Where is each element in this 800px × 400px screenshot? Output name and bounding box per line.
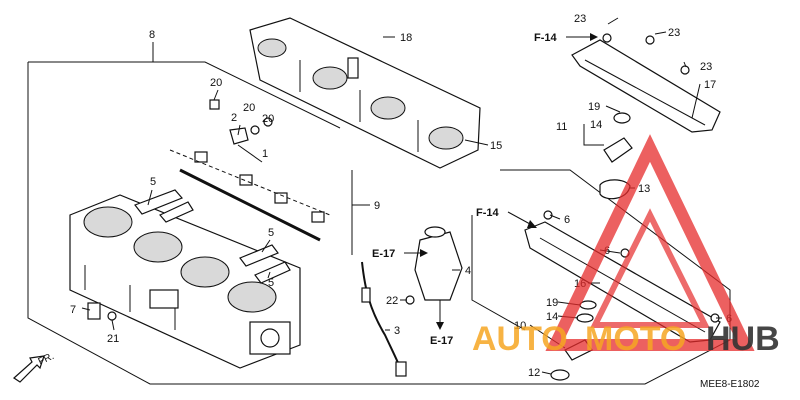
throttle-body-assembly-part xyxy=(69,194,301,369)
upper-fuel-rail-part xyxy=(571,33,721,133)
watermark-auto: AUTO xyxy=(472,320,568,358)
watermark-hub: HUB xyxy=(706,320,780,358)
sub-assembly-bracket-9 xyxy=(351,170,370,255)
callout-19-b: 19 xyxy=(546,297,558,309)
throttle-body-group-frame xyxy=(27,42,450,385)
callout-3: 3 xyxy=(394,325,400,337)
callout-12: 12 xyxy=(528,367,540,379)
reference-labels: F-14 F-14 E-17 E-17 xyxy=(372,32,598,347)
small-fittings xyxy=(87,99,415,321)
callout-8: 8 xyxy=(149,29,155,41)
callout-6-a: 6 xyxy=(564,214,570,226)
ref-f14-mid: F-14 xyxy=(476,207,500,219)
injector-part-group-5 xyxy=(134,189,291,284)
intake-manifold-part xyxy=(249,17,481,169)
direction-label: FR. xyxy=(37,351,56,368)
watermark-moto: MOTO xyxy=(585,320,686,358)
ref-e17-top: E-17 xyxy=(372,248,395,260)
vacuum-hose-part xyxy=(361,261,407,377)
callout-6-b: 6 xyxy=(604,245,610,257)
callout-11: 11 xyxy=(556,121,567,133)
diagram-code: MEE8-E1802 xyxy=(700,379,760,390)
callout-7: 7 xyxy=(70,304,76,316)
callout-23-b: 23 xyxy=(668,27,680,39)
callout-14-b: 14 xyxy=(546,311,558,323)
callout-13: 13 xyxy=(638,183,650,195)
callout-1: 1 xyxy=(262,148,268,160)
callout-labels: 8 1 2 20 20 20 5 5 5 7 21 9 22 3 4 18 15… xyxy=(70,13,732,379)
callout-22: 22 xyxy=(386,295,398,307)
callout-17: 17 xyxy=(704,79,716,91)
ref-f14-top: F-14 xyxy=(534,32,558,44)
callout-5-c: 5 xyxy=(268,277,274,289)
ref-e17-bottom: E-17 xyxy=(430,335,453,347)
callout-5-a: 5 xyxy=(150,176,156,188)
callout-21: 21 xyxy=(107,333,119,345)
callout-20-a: 20 xyxy=(210,77,222,89)
automotohub-watermark: AUTO MOTO HUB xyxy=(472,134,780,358)
callout-18: 18 xyxy=(400,32,412,44)
callout-20-c: 20 xyxy=(262,113,274,125)
callout-19-a: 19 xyxy=(588,101,600,113)
pressure-regulator-part xyxy=(414,226,463,330)
callout-14-a: 14 xyxy=(590,119,602,131)
callout-15: 15 xyxy=(490,140,502,152)
callout-23-c: 23 xyxy=(700,61,712,73)
callout-20-b: 20 xyxy=(243,102,255,114)
vacuum-rail-part xyxy=(169,149,331,242)
callout-5-b: 5 xyxy=(268,227,274,239)
watermark-triangle-logo xyxy=(545,134,755,351)
callout-4: 4 xyxy=(465,265,471,277)
callout-2: 2 xyxy=(231,112,237,124)
front-direction-indicator: FR. xyxy=(13,351,56,383)
callout-9: 9 xyxy=(374,200,380,212)
callout-23-a: 23 xyxy=(574,13,586,25)
callout-10: 10 xyxy=(514,320,526,332)
